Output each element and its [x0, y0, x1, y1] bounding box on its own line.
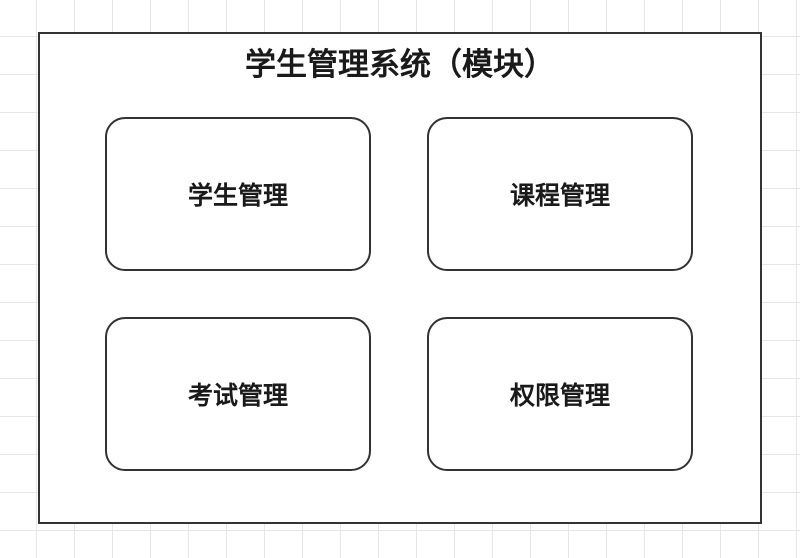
module-label: 考试管理 — [187, 381, 288, 410]
module-label: 学生管理 — [187, 181, 288, 210]
module-student-management[interactable]: 学生管理 — [105, 117, 371, 271]
module-permission-management[interactable]: 权限管理 — [427, 317, 693, 471]
module-label: 课程管理 — [509, 181, 610, 210]
module-exam-management[interactable]: 考试管理 — [105, 317, 371, 471]
module-course-management[interactable]: 课程管理 — [427, 117, 693, 271]
module-label: 权限管理 — [509, 381, 610, 410]
system-frame: 学生管理系统（模块） 学生管理 课程管理 考试管理 权限管理 — [38, 32, 762, 524]
system-title: 学生管理系统（模块） — [245, 47, 555, 83]
